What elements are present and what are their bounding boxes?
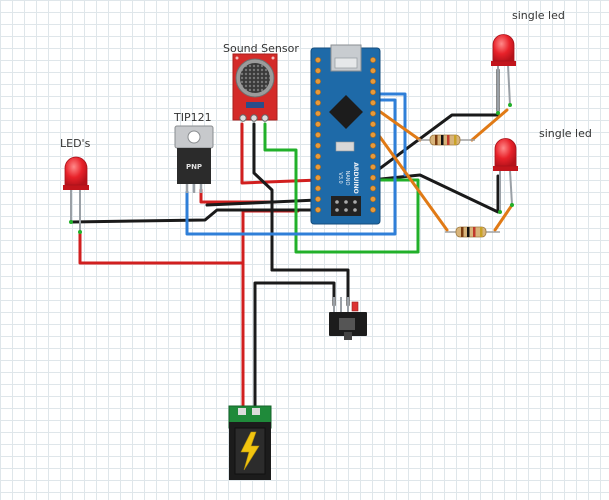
- lightning-icon: [240, 431, 260, 471]
- nano-pin[interactable]: [315, 196, 321, 202]
- nano-pin[interactable]: [370, 67, 376, 74]
- wire-red-led-string[interactable]: [78, 230, 245, 265]
- nano-pin[interactable]: [315, 99, 321, 106]
- nano-marking-line3: V3.0: [337, 172, 343, 183]
- nano-pin[interactable]: [370, 78, 376, 85]
- nano-pin[interactable]: [315, 174, 321, 181]
- nano-pin[interactable]: [370, 142, 376, 149]
- wire-orange-led1-anode[interactable]: [470, 108, 509, 142]
- wire-blue-d-pin[interactable]: [368, 92, 407, 177]
- nano-pin[interactable]: [370, 174, 376, 181]
- nano-pin[interactable]: [370, 110, 376, 117]
- nano-pin[interactable]: [370, 131, 376, 138]
- led-string[interactable]: [63, 156, 89, 234]
- wire-orange-led2[interactable]: [370, 124, 449, 232]
- nano-pin[interactable]: [315, 57, 321, 63]
- wire-blue-tip-base[interactable]: [185, 98, 397, 236]
- nano-pin[interactable]: [315, 110, 321, 117]
- nano-pin[interactable]: [370, 164, 376, 170]
- wire-red-sensor-vcc[interactable]: [240, 122, 321, 185]
- nano-pin[interactable]: [370, 89, 376, 95]
- slide-switch[interactable]: [329, 297, 367, 340]
- nano-pin[interactable]: [315, 131, 321, 138]
- nano-pin[interactable]: [315, 78, 321, 85]
- nano-pin[interactable]: [370, 57, 376, 63]
- wire-black-tip-base[interactable]: [205, 198, 319, 207]
- single-led-bottom-label: single led: [539, 127, 592, 140]
- arduino-nano[interactable]: ARDUINO NANO V3.0: [310, 44, 381, 225]
- resistor-bottom[interactable]: [445, 226, 500, 238]
- single-led-top[interactable]: [491, 34, 516, 116]
- nano-pin[interactable]: [370, 153, 376, 160]
- nano-pin[interactable]: [315, 89, 321, 95]
- wire-black-switch-top[interactable]: [270, 268, 350, 307]
- nano-pin[interactable]: [370, 185, 376, 192]
- transistor-marking: PNP: [186, 163, 202, 171]
- sound-sensor-label: Sound Sensor: [223, 42, 299, 55]
- wire-black-led-gnd[interactable]: [70, 208, 319, 224]
- nano-pin[interactable]: [315, 153, 321, 160]
- wire-red-tip-collector[interactable]: [199, 188, 277, 204]
- nano-pin[interactable]: [315, 142, 321, 149]
- single-led-bottom[interactable]: [493, 138, 518, 215]
- sound-sensor[interactable]: [232, 53, 278, 122]
- nano-pin[interactable]: [315, 185, 321, 192]
- nano-pins-right: [370, 57, 376, 213]
- nano-pin[interactable]: [315, 206, 321, 213]
- dc-power-jack[interactable]: [228, 405, 272, 480]
- icsp-header: [331, 196, 361, 216]
- wire-black-sensor-gnd[interactable]: [252, 122, 274, 272]
- wires: [70, 68, 514, 412]
- wire-orange-led2-anode[interactable]: [493, 203, 514, 232]
- nano-pin[interactable]: [315, 67, 321, 74]
- single-led-top-label: single led: [512, 9, 565, 22]
- nano-pin[interactable]: [315, 121, 321, 128]
- wire-black-gnd-vertical[interactable]: [253, 281, 336, 412]
- nano-pin[interactable]: [315, 164, 321, 170]
- leds-label: LED's: [60, 137, 91, 150]
- nano-pins-left: [315, 57, 321, 213]
- nano-pin[interactable]: [370, 99, 376, 106]
- nano-pin[interactable]: [370, 206, 376, 213]
- tip121-transistor[interactable]: PNP: [174, 125, 214, 193]
- resistor-top[interactable]: [418, 134, 475, 146]
- nano-marking-line1: ARDUINO: [352, 162, 359, 193]
- wire-green-sensor-signal[interactable]: [263, 122, 420, 254]
- tip121-label: TIP121: [174, 111, 212, 124]
- nano-pin[interactable]: [370, 121, 376, 128]
- nano-pin[interactable]: [370, 196, 376, 202]
- wire-black-led1-gnd[interactable]: [365, 68, 500, 180]
- nano-marking-line2: NANO: [344, 171, 350, 186]
